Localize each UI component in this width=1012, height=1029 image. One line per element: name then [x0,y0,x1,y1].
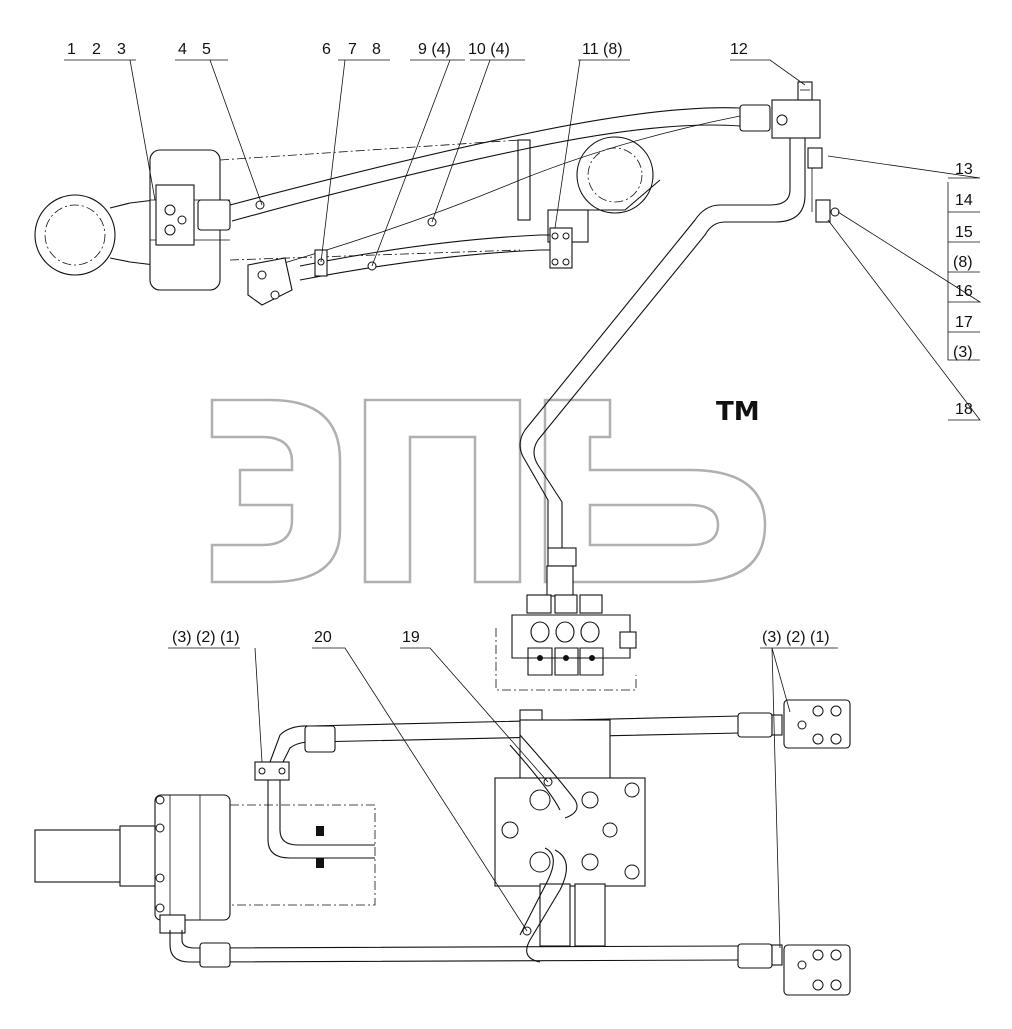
callout-4: 4 [178,41,187,58]
callout-15-qty: (8) [953,254,973,271]
callout-group-lower-right: (3) (2) (1) [762,629,830,646]
pressure-pipe [519,138,840,567]
callout-labels: 1 2 3 4 5 6 7 8 9 (4) 10 (4) 11 (8) 12 1… [67,41,973,646]
cylinder-head [149,149,231,291]
callout-11: 11 (8) [582,41,623,58]
bottom-assembly [34,699,851,996]
callout-1: 1 [67,41,76,58]
right-block-lower [771,944,851,996]
callout-15: 15 [955,224,973,241]
callout-19: 19 [402,629,420,646]
callout-14: 14 [955,192,973,209]
callout-7: 7 [348,41,357,58]
cylinder-eye-left [34,194,156,276]
callout-17: 17 [955,314,973,331]
callout-12: 12 [730,41,748,58]
watermark-trademark: TM [716,397,760,427]
callout-18: 18 [955,401,973,418]
callout-20: 20 [314,629,332,646]
flange-6-8 [247,249,328,306]
hose-upper [229,107,741,281]
callout-group-lower-left: (3) (2) (1) [172,629,240,646]
callout-8: 8 [372,41,381,58]
valve-bank [494,709,646,963]
callout-13: 13 [955,161,973,178]
callout-16: 16 [955,283,973,300]
fitting-12 [739,81,821,139]
callout-5: 5 [202,41,211,58]
control-valve-top-view [495,565,637,691]
callout-10: 10 (4) [468,41,510,58]
right-block-upper [771,699,851,749]
bracket-11 [549,227,573,269]
leader-lines [64,59,982,949]
callout-17-qty: (3) [953,344,973,361]
callout-9: 9 (4) [418,41,451,58]
callout-3: 3 [117,41,126,58]
callout-2: 2 [92,41,101,58]
watermark-logo [210,398,767,584]
cylinder-eye-right [547,136,661,243]
top-assembly [34,81,821,306]
callout-6: 6 [322,41,331,58]
